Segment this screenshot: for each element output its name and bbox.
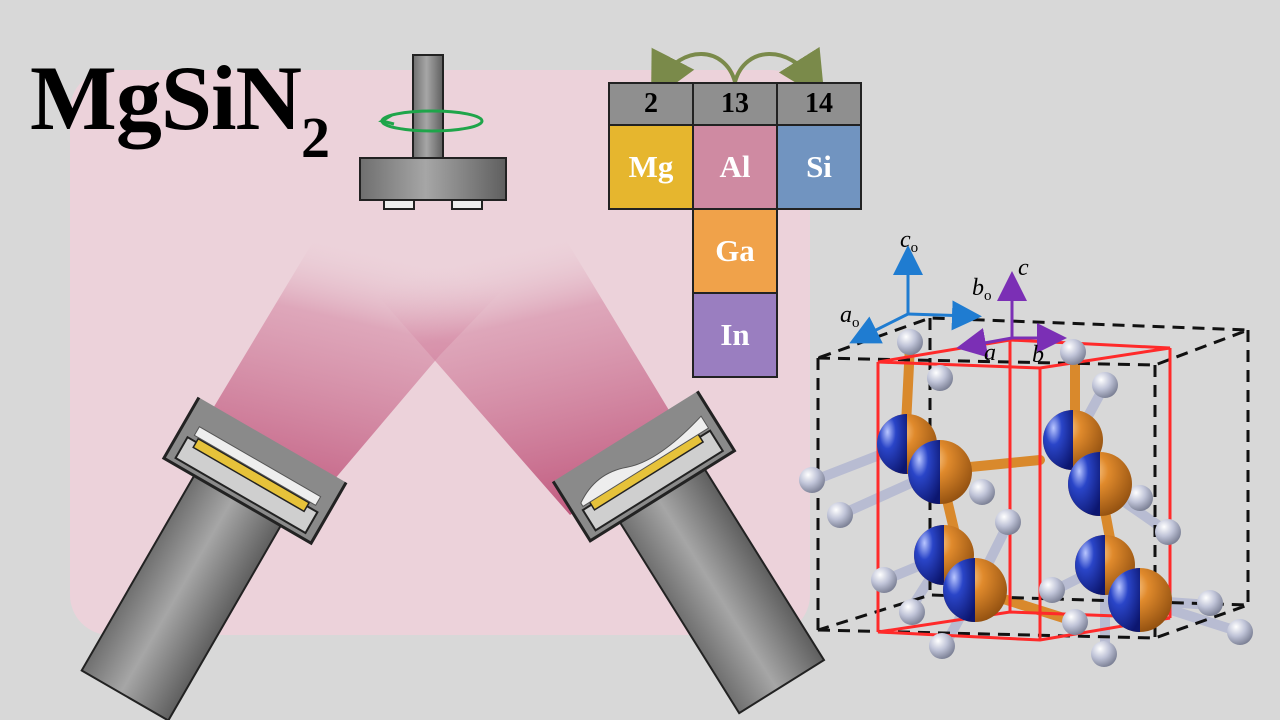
orthorhombic-axes	[849, 245, 982, 344]
axis-label-c-ortho: co	[900, 227, 918, 256]
element-ga: Ga	[692, 208, 778, 294]
element-mg: Mg	[608, 124, 694, 210]
group-header-2: 2	[608, 82, 694, 126]
nitrogen-atoms	[799, 329, 1253, 667]
wurtzite-axes	[956, 271, 1067, 358]
substrate-holder	[359, 54, 507, 210]
cation-atoms	[877, 410, 1172, 632]
compound-formula: MgSiN2	[30, 52, 330, 167]
axis-label-b-wurtzite: b	[1032, 342, 1044, 368]
substitution-arrows	[651, 46, 825, 102]
axis-label-b-ortho: bo	[972, 275, 992, 304]
axis-label-a-wurtzite: a	[984, 340, 996, 366]
crystal-structure: co bo ao c a b	[799, 227, 1253, 667]
group-header-14: 14	[776, 82, 862, 126]
element-in: In	[692, 292, 778, 378]
element-al: Al	[692, 124, 778, 210]
sputter-gun-right	[551, 390, 826, 715]
axis-label-a-ortho: ao	[840, 302, 860, 331]
axis-label-c-wurtzite: c	[1018, 255, 1029, 281]
formula-subscript: 2	[301, 105, 330, 170]
formula-main: MgSiN	[30, 47, 302, 149]
sputter-gun-left	[80, 396, 348, 720]
plasma-plume-right	[320, 230, 690, 515]
group-header-13: 13	[692, 82, 778, 126]
element-si: Si	[776, 124, 862, 210]
